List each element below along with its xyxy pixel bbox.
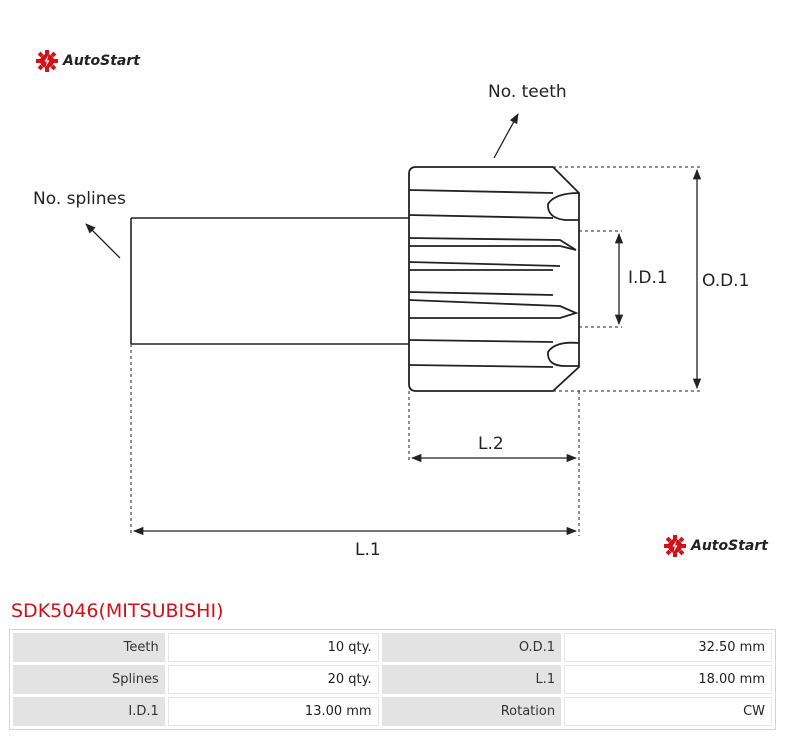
splines-label: No. splines <box>33 189 126 209</box>
spec-key: O.D.1 <box>381 633 562 662</box>
spec-key: I.D.1 <box>13 697 165 726</box>
spec-value: 10 qty. <box>167 633 379 662</box>
spec-key: Teeth <box>13 633 165 662</box>
spec-key: Rotation <box>381 697 562 726</box>
brand-logo-top: AutoStart <box>36 50 140 72</box>
pinion-gear <box>408 166 580 392</box>
teeth-pointer-arrow <box>493 113 519 159</box>
table-row: Teeth 10 qty. O.D.1 32.50 mm <box>13 633 772 662</box>
spec-value: 32.50 mm <box>564 633 772 662</box>
dimension-extension-lines <box>130 166 700 536</box>
table-row: I.D.1 13.00 mm Rotation CW <box>13 697 772 726</box>
gear-icon <box>36 50 58 72</box>
l2-label: L.2 <box>478 434 504 454</box>
id1-label: I.D.1 <box>628 268 668 288</box>
spec-value: CW <box>564 697 772 726</box>
spec-key: L.1 <box>381 665 562 694</box>
teeth-label: No. teeth <box>488 82 567 102</box>
spec-value: 13.00 mm <box>167 697 379 726</box>
brand-name: AutoStart <box>63 53 140 69</box>
gear-icon <box>664 535 686 557</box>
spec-value: 18.00 mm <box>564 665 772 694</box>
brand-logo-bottom: AutoStart <box>664 535 768 557</box>
starter-drive-diagram: No. teeth No. splines I.D.1 O.D.1 L.2 L.… <box>33 82 749 560</box>
brand-name: AutoStart <box>691 538 768 554</box>
od1-label: O.D.1 <box>702 271 749 291</box>
shaft <box>130 217 409 345</box>
spec-value: 20 qty. <box>167 665 379 694</box>
l1-label: L.1 <box>355 540 381 560</box>
splines-pointer-arrow <box>85 223 121 259</box>
spec-key: Splines <box>13 665 165 694</box>
dimension-arrows <box>85 113 702 536</box>
specs-table: Teeth 10 qty. O.D.1 32.50 mm Splines 20 … <box>9 629 776 730</box>
table-row: Splines 20 qty. L.1 18.00 mm <box>13 665 772 694</box>
part-title: SDK5046(MITSUBISHI) <box>11 600 224 622</box>
